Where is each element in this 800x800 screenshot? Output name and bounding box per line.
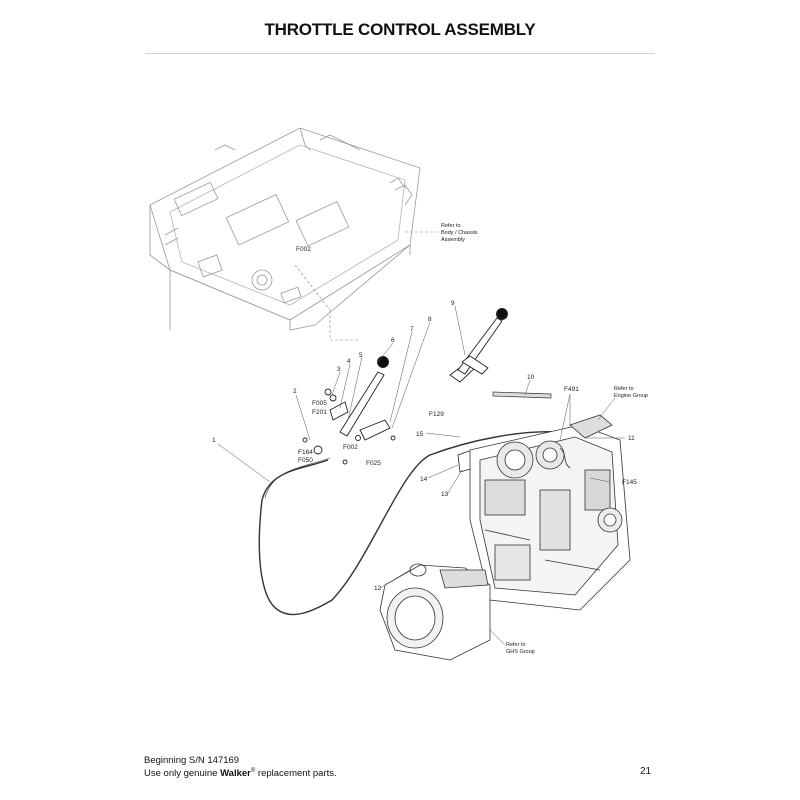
page-number: 21 <box>640 766 652 777</box>
note-body-line-1: Refer to <box>441 223 461 229</box>
footer-parts-note: Use only genuine Walker® replacement par… <box>144 766 337 779</box>
note-body-line-2: Body / Chassis <box>441 230 478 236</box>
lever-assembly-9 <box>449 308 508 383</box>
note-ghs-line-1: Refer to <box>506 642 526 648</box>
page-title: THROTTLE CONTROL ASSEMBLY <box>264 20 536 39</box>
note-body-line-3: Assembly <box>441 237 465 243</box>
footer-registered-mark: ® <box>250 768 256 774</box>
knob-icon <box>496 308 508 320</box>
callout-8: 8 <box>428 316 432 323</box>
callout-f164: F164 <box>298 449 313 456</box>
callout-3: 3 <box>337 366 341 373</box>
callout-7: 7 <box>410 326 414 333</box>
engine <box>469 414 631 611</box>
note-engine-line-2: Engine Group <box>614 393 648 399</box>
footer-brand: Walker <box>220 768 251 780</box>
callout-14: 14 <box>420 476 428 483</box>
leader-lines <box>217 305 625 646</box>
callout-4: 4 <box>347 358 351 365</box>
callout-12: 12 <box>374 585 382 592</box>
callout-f491: F491 <box>564 386 579 393</box>
callout-1: 1 <box>212 437 216 444</box>
throttle-cable-1 <box>258 431 570 616</box>
callout-5: 5 <box>359 352 363 359</box>
note-engine-group: Refer to Engine Group <box>614 386 648 399</box>
knob-icon <box>377 356 389 368</box>
note-engine-line-1: Refer to <box>614 386 634 392</box>
note-body-chassis: Refer to Body / Chassis Assembly <box>441 223 478 243</box>
callout-11: 11 <box>628 435 635 442</box>
callout-f025: F025 <box>366 460 381 467</box>
callout-10: 10 <box>527 374 535 381</box>
callout-f002: F002 <box>343 444 358 451</box>
callout-6: 6 <box>391 337 395 344</box>
callout-f201: F201 <box>312 409 327 416</box>
callout-f002-top: F002 <box>296 246 311 253</box>
callout-9: 9 <box>451 300 455 307</box>
callout-f145: F145 <box>622 479 637 486</box>
callout-f129: F129 <box>429 411 444 418</box>
footer-prefix: Use only genuine <box>144 768 221 780</box>
callout-13: 13 <box>441 491 449 498</box>
rod-10 <box>492 391 552 399</box>
footer-serial: Beginning S/N 147169 <box>144 755 240 766</box>
callout-2: 2 <box>293 388 297 395</box>
note-ghs-line-2: GHS Group <box>506 649 535 655</box>
footer-serial-note: Beginning S/N 147169 Use only genuine Wa… <box>144 755 337 779</box>
note-ghs-group: Refer to GHS Group <box>506 642 535 655</box>
footer-suffix: replacement parts. <box>255 768 337 780</box>
body-chassis-phantom <box>149 127 421 331</box>
reference-lines <box>294 231 438 341</box>
title-divider <box>145 53 655 54</box>
callout-f050: F050 <box>298 457 313 464</box>
blower-housing-12 <box>379 563 491 661</box>
callout-15: 15 <box>416 431 424 438</box>
callout-f005: F005 <box>312 400 327 407</box>
